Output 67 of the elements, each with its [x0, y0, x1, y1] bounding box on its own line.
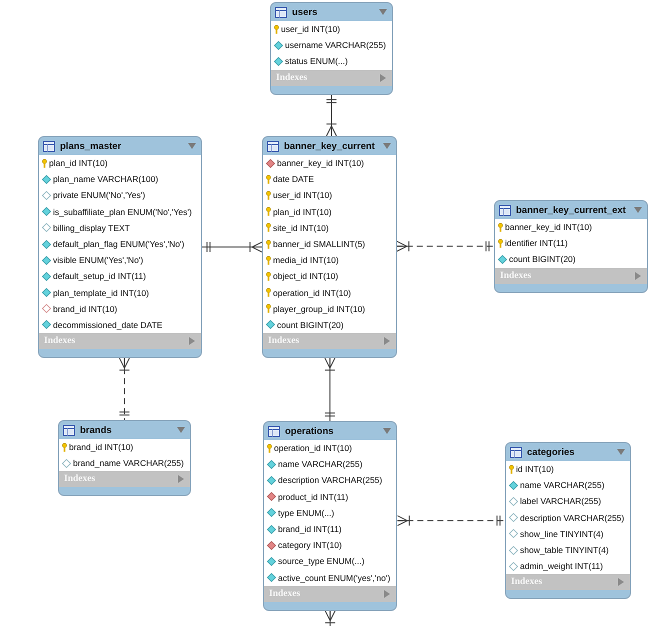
column-definition: identifier INT(11) — [505, 238, 568, 248]
relationship-line — [326, 94, 337, 136]
relationship-line — [202, 242, 262, 253]
table-name: banner_key_current — [284, 140, 375, 152]
table-card — [38, 136, 202, 358]
table-name: plans_master — [60, 140, 122, 152]
column-definition: decommissioned_date DATE — [53, 320, 162, 330]
table-name: operations — [285, 426, 334, 436]
column-definition: banner_key_id INT(10) — [505, 222, 592, 232]
column-definition: show_table TINYINT(4) — [520, 545, 609, 556]
table-name: brands — [80, 424, 112, 436]
column-definition: count BIGINT(20) — [509, 254, 576, 264]
relationship-line — [324, 358, 336, 422]
table-card — [494, 200, 648, 293]
table-card — [58, 420, 191, 496]
column-definition: operation_id INT(10) — [274, 443, 352, 454]
column-definition: brand_id INT(10) — [53, 304, 118, 314]
table-card — [262, 136, 397, 358]
table-name: categories — [527, 446, 575, 458]
column-definition: site_id INT(10) — [273, 222, 329, 233]
table-name: banner_key_current_ext — [516, 204, 626, 216]
column-definition: source_type ENUM(...) — [278, 556, 364, 566]
relationship-line — [396, 240, 494, 252]
column-definition: admin_weight INT(11) — [520, 561, 603, 572]
column-definition: billing_display TEXT — [53, 222, 130, 233]
column-definition: name VARCHAR(255) — [278, 459, 362, 470]
table-card — [263, 421, 398, 611]
column-definition: default_setup_id INT(11) — [53, 271, 146, 282]
column-definition: banner_key_id INT(10) — [277, 158, 364, 168]
column-definition: category INT(10) — [278, 540, 342, 550]
column-definition: plan_template_id INT(10) — [53, 288, 149, 298]
table-card — [505, 442, 632, 600]
column-definition: media_id INT(10) — [273, 255, 339, 266]
column-definition: type ENUM(...) — [278, 508, 334, 518]
column-definition: date DATE — [273, 174, 314, 184]
column-definition: operation_id INT(10) — [273, 288, 351, 298]
column-definition: description VARCHAR(255) — [278, 475, 382, 486]
column-definition: brand_name VARCHAR(255) — [73, 458, 184, 468]
relationship-line — [396, 515, 506, 526]
column-definition: label VARCHAR(255) — [520, 496, 602, 506]
column-definition: visible ENUM('Yes','No') — [53, 255, 144, 266]
column-definition: plan_id INT(10) — [273, 206, 332, 217]
column-definition: plan_id INT(10) — [49, 158, 108, 168]
table-card — [270, 2, 393, 95]
column-definition: private ENUM('No','Yes') — [53, 190, 146, 200]
column-definition: description VARCHAR(255) — [520, 512, 624, 523]
column-definition: plan_name VARCHAR(100) — [53, 174, 158, 184]
column-definition: name VARCHAR(255) — [520, 480, 604, 490]
column-definition: status ENUM(...) — [285, 56, 348, 66]
column-definition: username VARCHAR(255) — [285, 40, 386, 50]
column-definition: banner_id SMALLINT(5) — [273, 239, 366, 250]
column-definition: product_id INT(11) — [278, 492, 348, 502]
column-definition: id INT(10) — [516, 464, 554, 474]
column-definition: object_id INT(10) — [273, 271, 338, 282]
column-definition: brand_id INT(11) — [278, 524, 342, 534]
table-name: users — [292, 6, 318, 18]
relationship-line — [324, 610, 336, 626]
relationship-line — [118, 358, 130, 420]
column-definition: default_plan_flag ENUM('Yes','No') — [53, 239, 184, 250]
column-definition: count BIGINT(20) — [277, 320, 344, 330]
column-definition: user_id INT(10) — [281, 24, 340, 34]
column-definition: is_subaffiliate_plan ENUM('No','Yes') — [53, 206, 192, 217]
column-definition: active_count ENUM('yes','no') — [278, 572, 390, 583]
column-definition: brand_id INT(10) — [69, 442, 134, 452]
column-definition: player_group_id INT(10) — [273, 304, 366, 314]
column-definition: show_line TINYINT(4) — [520, 528, 604, 539]
column-definition: user_id INT(10) — [273, 190, 332, 200]
